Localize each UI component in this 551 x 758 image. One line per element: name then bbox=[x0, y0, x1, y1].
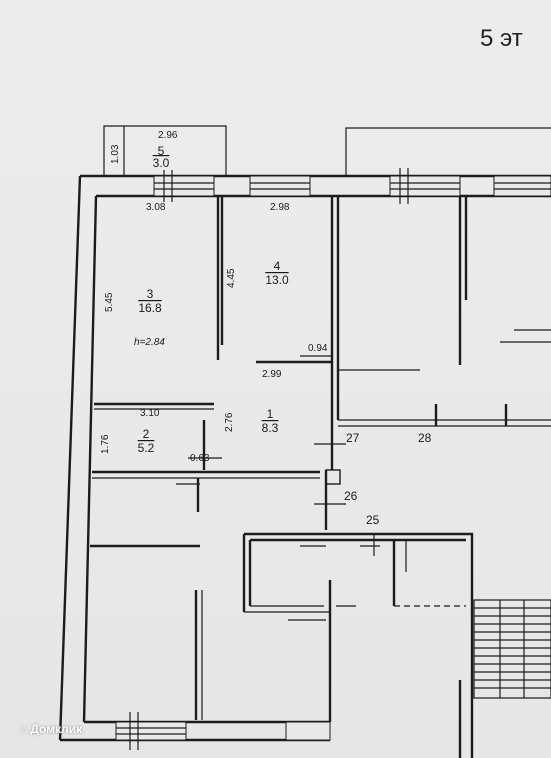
room-2-area: 5.2 bbox=[138, 441, 155, 455]
room-4-area: 13.0 bbox=[265, 273, 289, 287]
dim-299: 2.99 bbox=[262, 369, 282, 380]
windows-bottom bbox=[115, 712, 331, 750]
dim-room3-width: 3.08 bbox=[146, 202, 166, 213]
dim-063: 0.63 bbox=[190, 453, 210, 464]
marker-26: 26 bbox=[344, 489, 358, 503]
dim-room4-depth: 4.45 bbox=[226, 268, 237, 288]
room-1-area: 8.3 bbox=[262, 421, 279, 435]
domclick-logo-icon: ⌂ bbox=[20, 722, 28, 736]
watermark: ⌂Домклик bbox=[20, 722, 82, 736]
dim-room2-depth: 1.76 bbox=[100, 434, 111, 454]
marker-25: 25 bbox=[366, 513, 380, 527]
room-5-number: 5 bbox=[158, 144, 165, 158]
room-3-area: 16.8 bbox=[138, 301, 162, 315]
dim-room2-width: 3.10 bbox=[140, 408, 160, 419]
watermark-text: Домклик bbox=[30, 722, 83, 736]
dim-room3-depth: 5.45 bbox=[104, 292, 115, 312]
dim-094: 0.94 bbox=[308, 343, 328, 354]
room-3-number: 3 bbox=[147, 287, 154, 301]
balcony-outline bbox=[103, 125, 227, 176]
ceiling-height: h=2.84 bbox=[134, 337, 165, 348]
windows-top bbox=[153, 168, 551, 204]
floor-label: 5 эт bbox=[480, 25, 523, 52]
room-2-number: 2 bbox=[143, 427, 150, 441]
dim-276: 2.76 bbox=[224, 412, 235, 432]
room-5-area: 3.0 bbox=[153, 156, 170, 170]
dim-room4-width: 2.98 bbox=[270, 202, 290, 213]
interior-walls bbox=[90, 196, 551, 758]
section-markers: 27 28 26 25 bbox=[344, 431, 432, 527]
staircase bbox=[473, 599, 551, 699]
marker-28: 28 bbox=[418, 431, 432, 445]
room-1-number: 1 bbox=[267, 407, 274, 421]
marker-27: 27 bbox=[346, 431, 360, 445]
room-labels: 5 3.0 4 13.0 3 16.8 2 5.2 1 8.3 bbox=[138, 144, 289, 455]
dim-balcony-depth: 1.03 bbox=[110, 144, 121, 164]
dimension-labels: 2.96 1.03 3.08 2.98 4.45 5.45 h=2.84 0.9… bbox=[100, 130, 328, 464]
dim-balcony-width: 2.96 bbox=[158, 130, 178, 141]
room-4-number: 4 bbox=[274, 259, 281, 273]
